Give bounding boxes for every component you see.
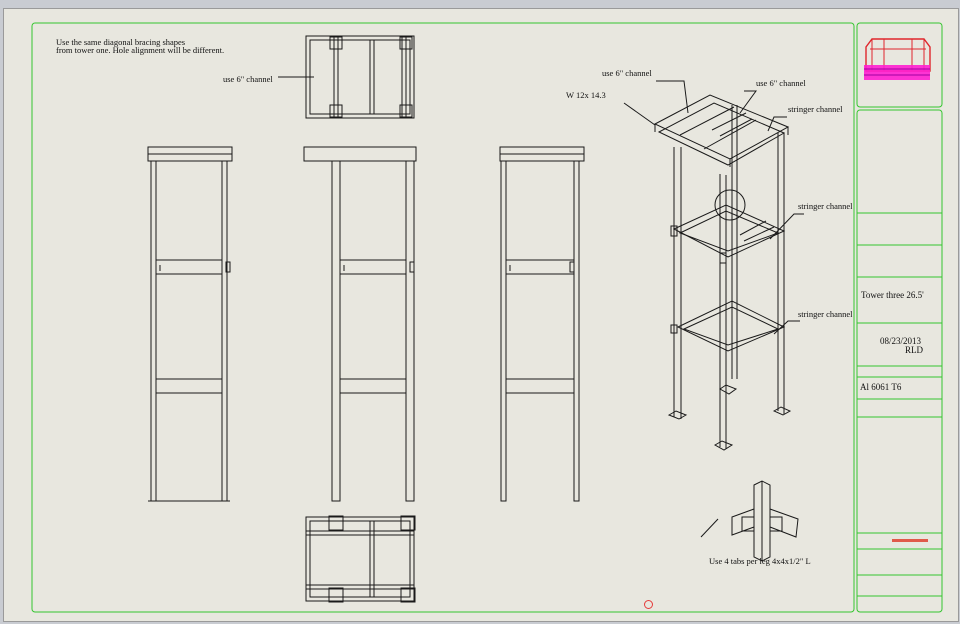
callout-iso-channel-right: use 6" channel xyxy=(756,78,806,88)
bottom-plan-view xyxy=(305,515,416,603)
drawing-canvas[interactable] xyxy=(4,9,958,621)
title-block-material: Al 6061 T6 xyxy=(860,382,902,392)
corner-detail-view xyxy=(700,480,799,562)
drawing-sheet[interactable]: Use the same diagonal bracing shapes fro… xyxy=(3,8,959,622)
general-note-line-1: Use the same diagonal bracing shapes xyxy=(56,37,186,47)
title-block-author: RLD xyxy=(905,345,923,355)
callout-wbeam: W 12x 14.3 xyxy=(566,90,606,100)
title-block-border xyxy=(856,109,943,613)
side-elevation-view xyxy=(303,146,417,502)
thumbnail-preview xyxy=(864,38,931,80)
front-elevation-view xyxy=(147,146,233,502)
right-elevation-view xyxy=(499,146,585,502)
callout-stringer-1: stringer channel xyxy=(788,104,843,114)
title-block-part-name: Tower three 26.5' xyxy=(861,290,924,300)
title-block-marker xyxy=(892,539,928,542)
thumbnail-border xyxy=(856,22,943,108)
callout-stringer-2: stringer channel xyxy=(798,201,853,211)
top-plan-view xyxy=(278,35,415,119)
callout-top-channel: use 6" channel xyxy=(223,74,273,84)
general-note-line-2: from tower one. Hole alignment will be d… xyxy=(56,45,225,55)
sheet-borders xyxy=(31,22,943,613)
detail-note: Use 4 tabs per leg 4x4x1/2" L xyxy=(709,556,811,566)
title-block-date: 08/23/2013 xyxy=(880,336,922,346)
isometric-view xyxy=(623,80,804,451)
callout-iso-channel-left: use 6" channel xyxy=(602,68,652,78)
callout-stringer-3: stringer channel xyxy=(798,309,853,319)
main-drawing-border xyxy=(31,22,855,613)
origin-marker-icon[interactable] xyxy=(644,600,653,609)
